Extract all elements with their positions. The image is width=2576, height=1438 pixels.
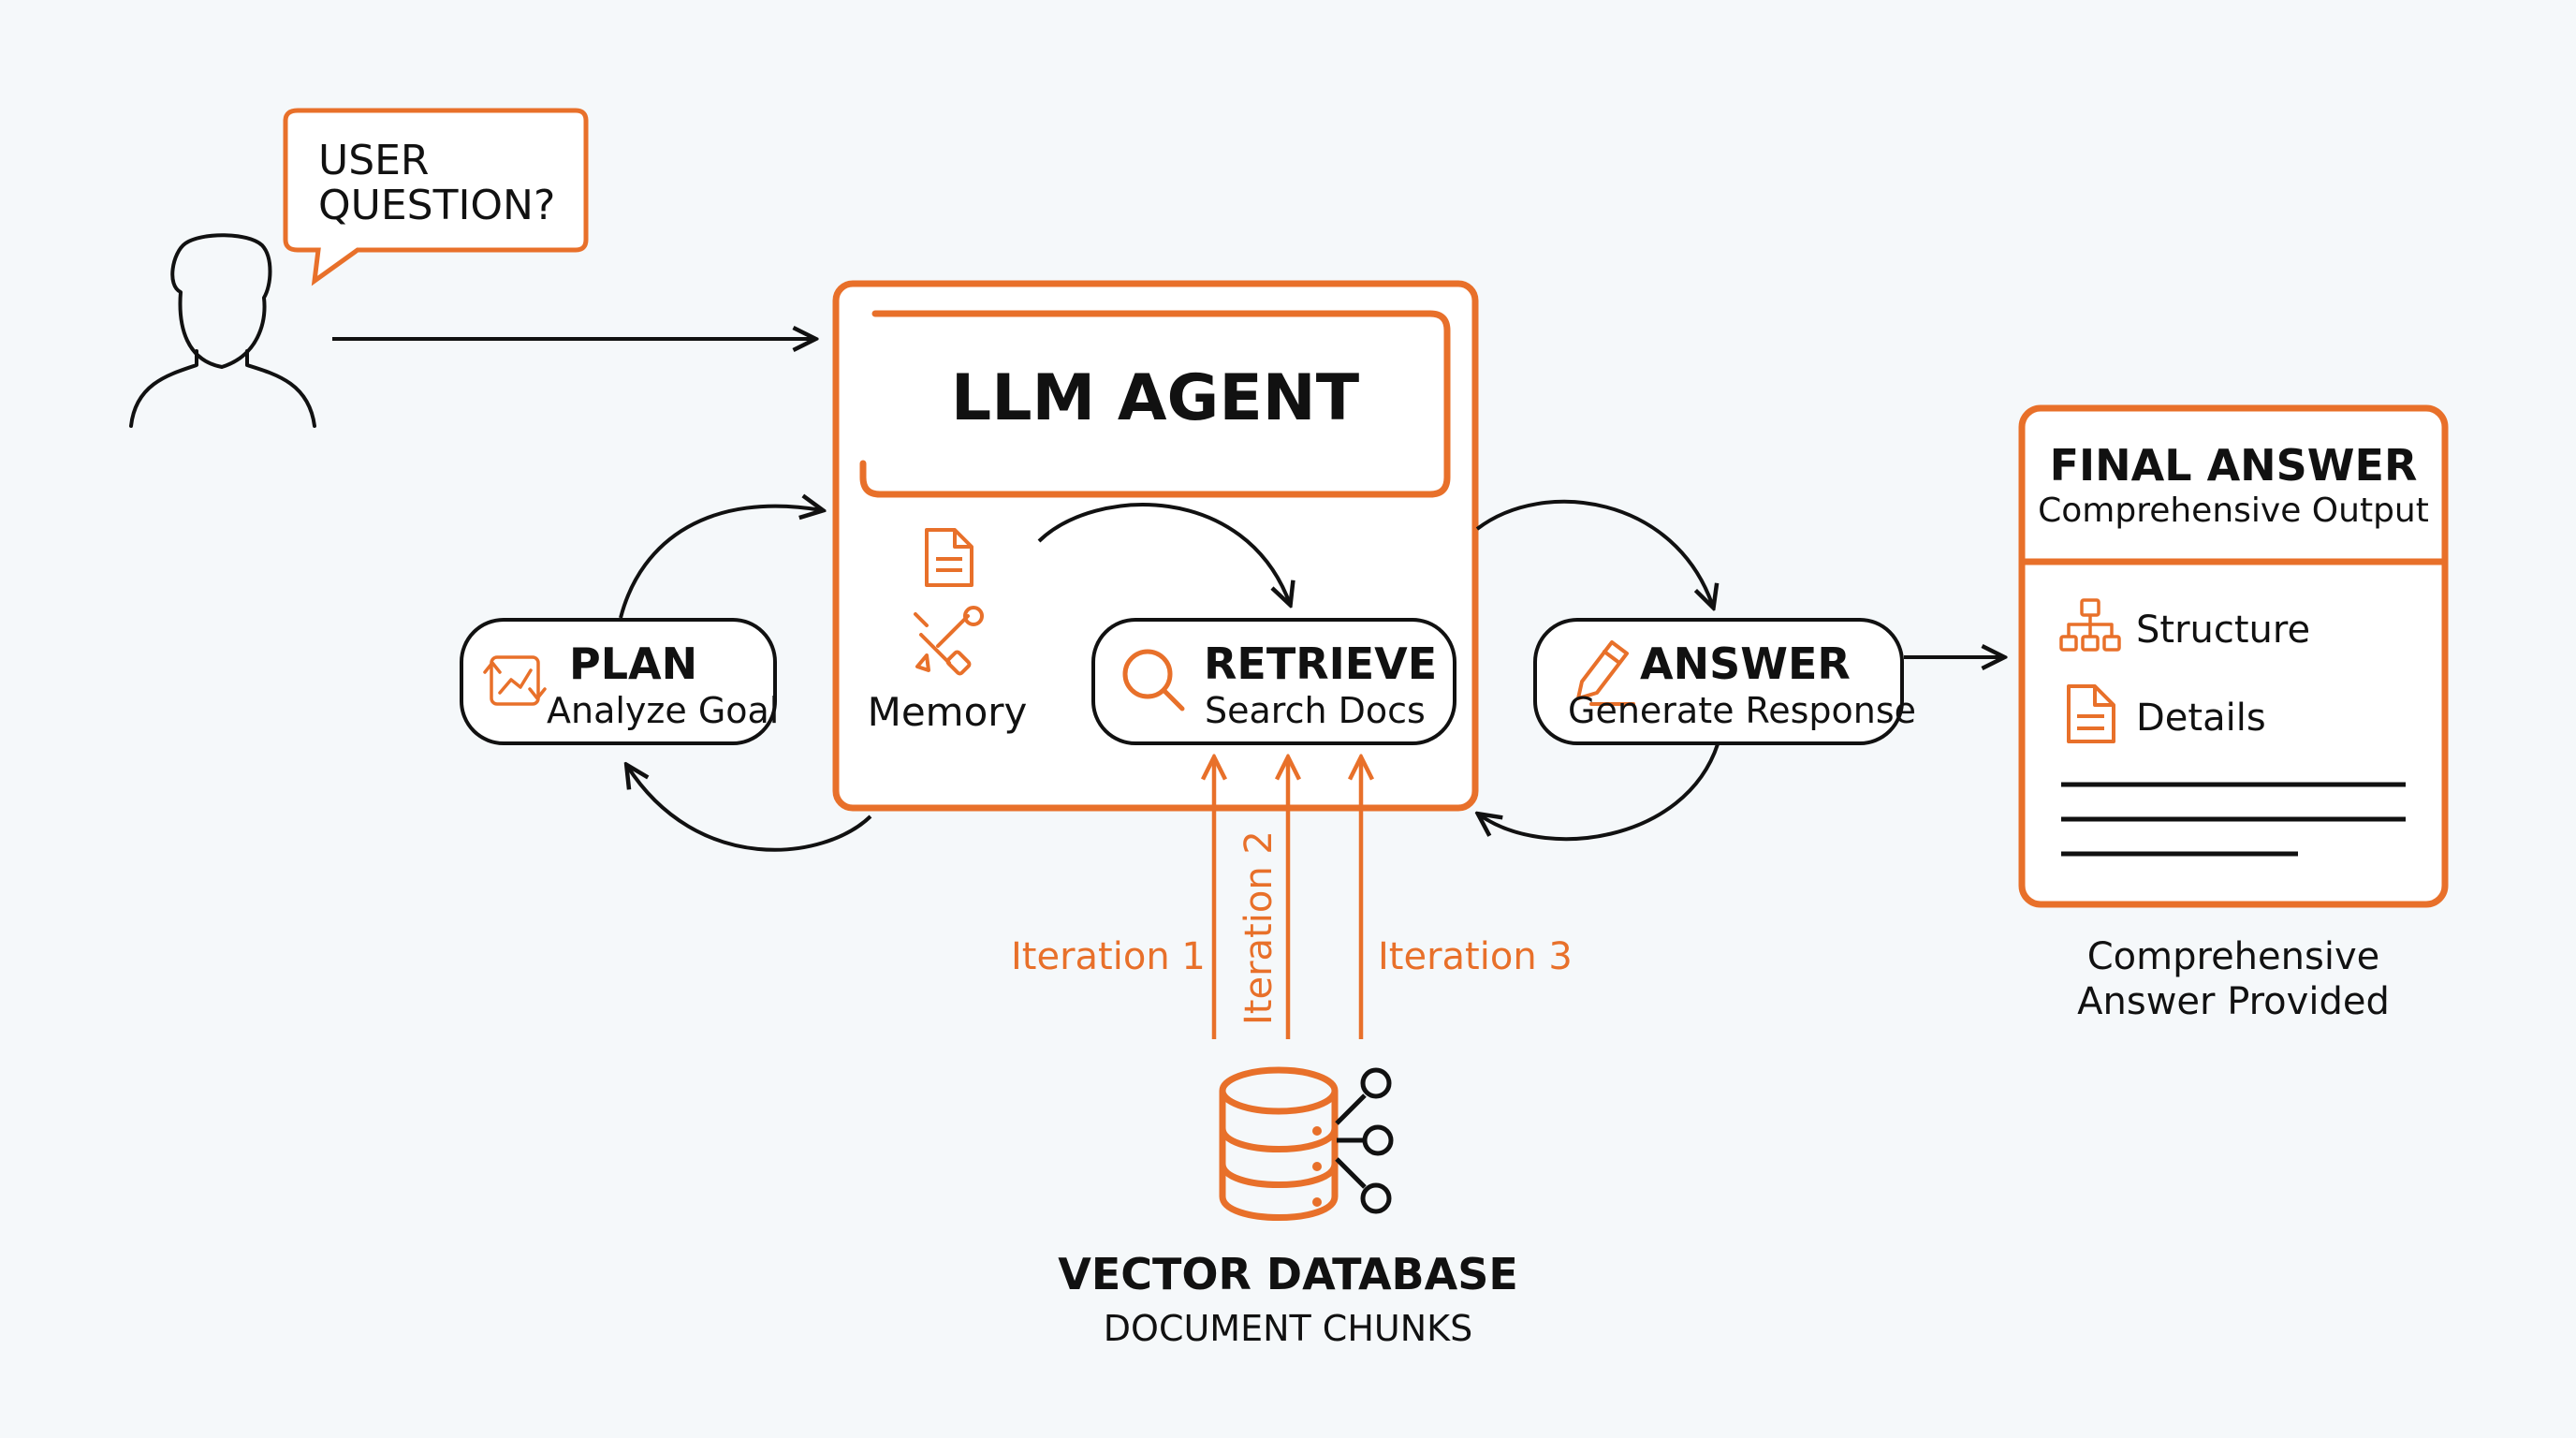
agent-to-answer-arrow — [1475, 499, 1713, 607]
final-answer-box — [2018, 404, 2449, 908]
final-answer-title: FINAL ANSWER — [2049, 440, 2418, 491]
retrieve-subtitle: Search Docs — [1205, 690, 1426, 731]
plan-to-agent-arrow — [619, 506, 822, 619]
iteration-1-label: Iteration 1 — [1011, 935, 1206, 978]
iteration-3-label: Iteration 3 — [1378, 935, 1573, 978]
answer-node — [1533, 618, 1904, 745]
details-document-icon — [2067, 684, 2115, 743]
tools-icon — [914, 606, 984, 676]
final-caption-line-2: Answer Provided — [2077, 980, 2390, 1023]
retrieve-title: RETRIEVE — [1204, 638, 1438, 689]
final-item-structure: Structure — [2136, 609, 2311, 652]
hierarchy-icon — [2059, 598, 2121, 652]
database-icon — [1219, 1066, 1394, 1221]
answer-subtitle: Generate Response — [1568, 690, 1917, 731]
final-item-details: Details — [2136, 697, 2266, 740]
agent-to-plan-arrow — [627, 766, 872, 852]
llm-agent-title-box — [859, 310, 1451, 498]
cycle-chart-icon — [483, 655, 547, 706]
iteration-2-label: Iteration 2 — [1237, 830, 1281, 1025]
plan-subtitle: Analyze Goal — [547, 690, 780, 731]
user-icon — [129, 233, 316, 428]
retrieve-node — [1091, 618, 1456, 745]
llm-agent-title: LLM AGENT — [950, 361, 1360, 435]
memory-to-retrieve-arrow — [1037, 503, 1290, 604]
database-subtitle: DOCUMENT CHUNKS — [1103, 1308, 1473, 1349]
final-answer-subtitle: Comprehensive Output — [2038, 492, 2429, 530]
user-question-bubble — [283, 108, 589, 286]
pencil-icon — [1576, 640, 1635, 706]
answer-to-agent-arrow — [1479, 743, 1720, 842]
final-caption-line-1: Comprehensive — [2086, 935, 2380, 978]
document-icon — [925, 528, 973, 587]
plan-node — [460, 618, 777, 745]
bubble-line-2: QUESTION? — [318, 182, 556, 229]
plan-title: PLAN — [569, 638, 698, 689]
memory-label: Memory — [867, 689, 1028, 735]
search-icon — [1122, 649, 1185, 712]
database-title: VECTOR DATABASE — [1058, 1249, 1518, 1299]
bubble-line-1: USER — [318, 137, 430, 184]
answer-title: ANSWER — [1640, 638, 1851, 689]
